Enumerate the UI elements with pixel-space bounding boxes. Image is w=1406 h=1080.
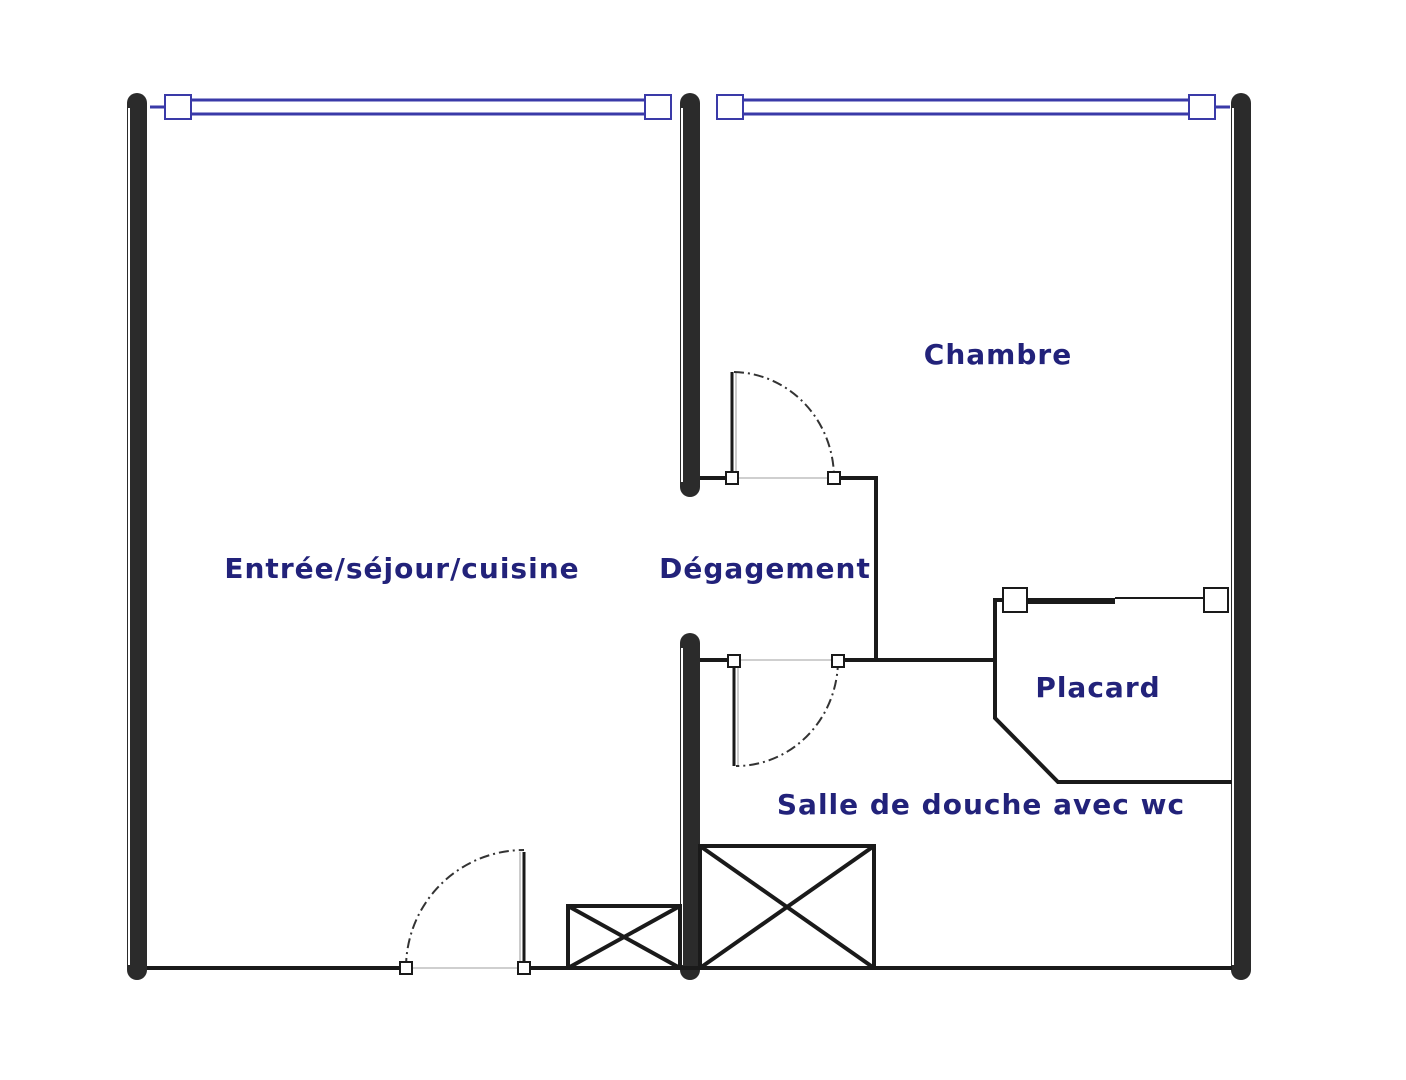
wall-rims: [128, 108, 1234, 965]
window-bedroom: [716, 94, 1230, 120]
closet-doors: [1002, 587, 1229, 613]
label-living: Entrée/séjour/cuisine: [224, 552, 579, 585]
door-bedroom: [700, 371, 841, 485]
wall-closet: [993, 598, 1232, 784]
duct-small: [566, 904, 682, 970]
wall-hall-bedroom: [838, 476, 878, 660]
label-bathroom: Salle de douche avec wc: [777, 788, 1185, 821]
thick-walls: [127, 93, 1251, 980]
window-living: [150, 94, 672, 120]
door-entrance: [399, 849, 531, 975]
duct-large: [698, 844, 876, 970]
label-hall: Dégagement: [659, 552, 871, 585]
label-closet: Placard: [1035, 671, 1160, 704]
door-bathroom: [700, 654, 845, 767]
label-bedroom: Chambre: [924, 338, 1072, 371]
